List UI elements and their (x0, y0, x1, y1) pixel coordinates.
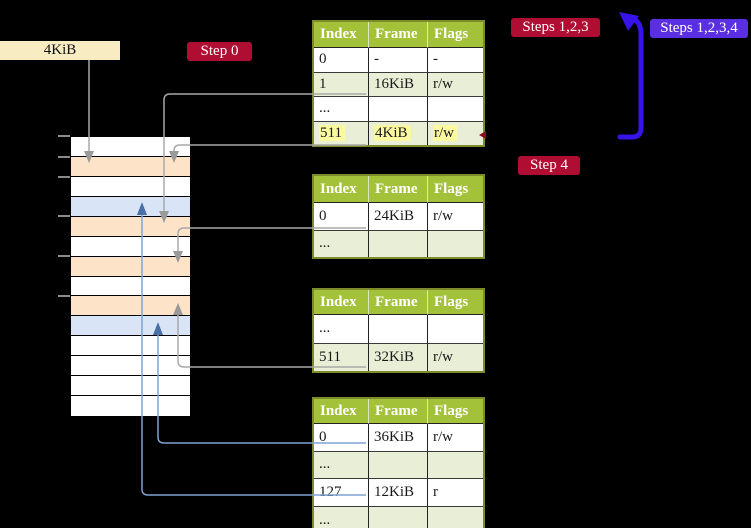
table-cell (428, 506, 483, 528)
table-cell: 0 (314, 424, 369, 452)
table-cell (369, 451, 428, 480)
memory-row-white (71, 137, 190, 157)
memory-row-white (71, 336, 190, 357)
badge-step-0: Step 0 (187, 42, 252, 61)
highlighted-value: r/w (433, 125, 457, 142)
table-cell: r/w (428, 121, 483, 146)
table-cell: r/w (428, 203, 483, 231)
memory-row-white (71, 396, 190, 416)
table-row: ... (314, 315, 483, 344)
memory-row-white (71, 236, 190, 257)
memory-tick (58, 295, 70, 297)
memory-row-peach (71, 156, 190, 177)
table-cell (369, 506, 428, 528)
table-cell (369, 97, 428, 122)
column-header-frame: Frame (369, 176, 428, 203)
column-header-flags: Flags (428, 22, 483, 48)
memory-row-peach (71, 216, 190, 237)
table-cell: - (428, 48, 483, 73)
table-cell: ... (314, 97, 369, 122)
memory-tick (58, 135, 70, 137)
table-cell: 511 (314, 343, 369, 372)
table-cell: 12KiB (369, 479, 428, 507)
table-cell: 1 (314, 72, 369, 98)
table-row: ... (314, 506, 483, 528)
table-cell (369, 230, 428, 258)
column-header-frame: Frame (369, 22, 428, 48)
table-cell (428, 230, 483, 258)
badge-steps-1-2-3: Steps 1,2,3 (511, 18, 600, 37)
table-row: 511 4KiB r/w (314, 121, 483, 146)
memory-row-white (71, 176, 190, 197)
column-header-flags: Flags (428, 176, 483, 203)
column-header-flags: Flags (428, 290, 483, 315)
table-cell: 0 (314, 203, 369, 231)
table-row: ... (314, 451, 483, 480)
big-loop-arrowhead (619, 12, 639, 31)
table-cell: 16KiB (369, 72, 428, 98)
table-cell: 4KiB (369, 121, 428, 146)
memory-tick (58, 156, 70, 158)
frame-size-label: 4KiB (0, 41, 120, 60)
memory-row-blue (71, 316, 190, 337)
table-cell: r/w (428, 424, 483, 452)
table-cell: ... (314, 315, 369, 344)
table-cell: r/w (428, 343, 483, 372)
memory-tick (58, 255, 70, 257)
table-cell: r (428, 479, 483, 507)
table-cell: r/w (428, 72, 483, 98)
big-loop-arrow (617, 16, 644, 140)
memory-row-peach (71, 256, 190, 277)
memory-column (70, 136, 191, 417)
table-cell: 36KiB (369, 424, 428, 452)
table-row: ... (314, 97, 483, 122)
table-row: 0-- (314, 48, 483, 73)
table-cell (369, 315, 428, 344)
memory-row-white (71, 276, 190, 297)
table-cell: ... (314, 506, 369, 528)
table-cell: 32KiB (369, 343, 428, 372)
highlighted-value: 4KiB (374, 125, 411, 142)
column-header-index: Index (314, 399, 369, 424)
memory-tick (58, 176, 70, 178)
column-header-index: Index (314, 22, 369, 48)
column-header-index: Index (314, 290, 369, 315)
table-cell: 0 (314, 48, 369, 73)
table-cell (428, 315, 483, 344)
memory-row-white (71, 376, 190, 397)
memory-row-white (71, 356, 190, 377)
memory-tick (58, 215, 70, 217)
column-header-index: Index (314, 176, 369, 203)
table-cell (428, 97, 483, 122)
column-header-frame: Frame (369, 290, 428, 315)
column-header-frame: Frame (369, 399, 428, 424)
table-cell: ... (314, 451, 369, 480)
memory-row-blue (71, 196, 190, 217)
table-cell: 127 (314, 479, 369, 507)
table-row: ... (314, 230, 483, 258)
table-cell: 511 (314, 121, 369, 146)
table-cell: - (369, 48, 428, 73)
badge-step-4: Step 4 (518, 156, 580, 175)
table-cell (428, 451, 483, 480)
highlighted-value: 511 (319, 125, 345, 142)
table-cell: ... (314, 230, 369, 258)
column-header-flags: Flags (428, 399, 483, 424)
badge-steps-1-2-3-4: Steps 1,2,3,4 (650, 19, 748, 38)
memory-row-peach (71, 296, 190, 317)
table-cell: 24KiB (369, 203, 428, 231)
